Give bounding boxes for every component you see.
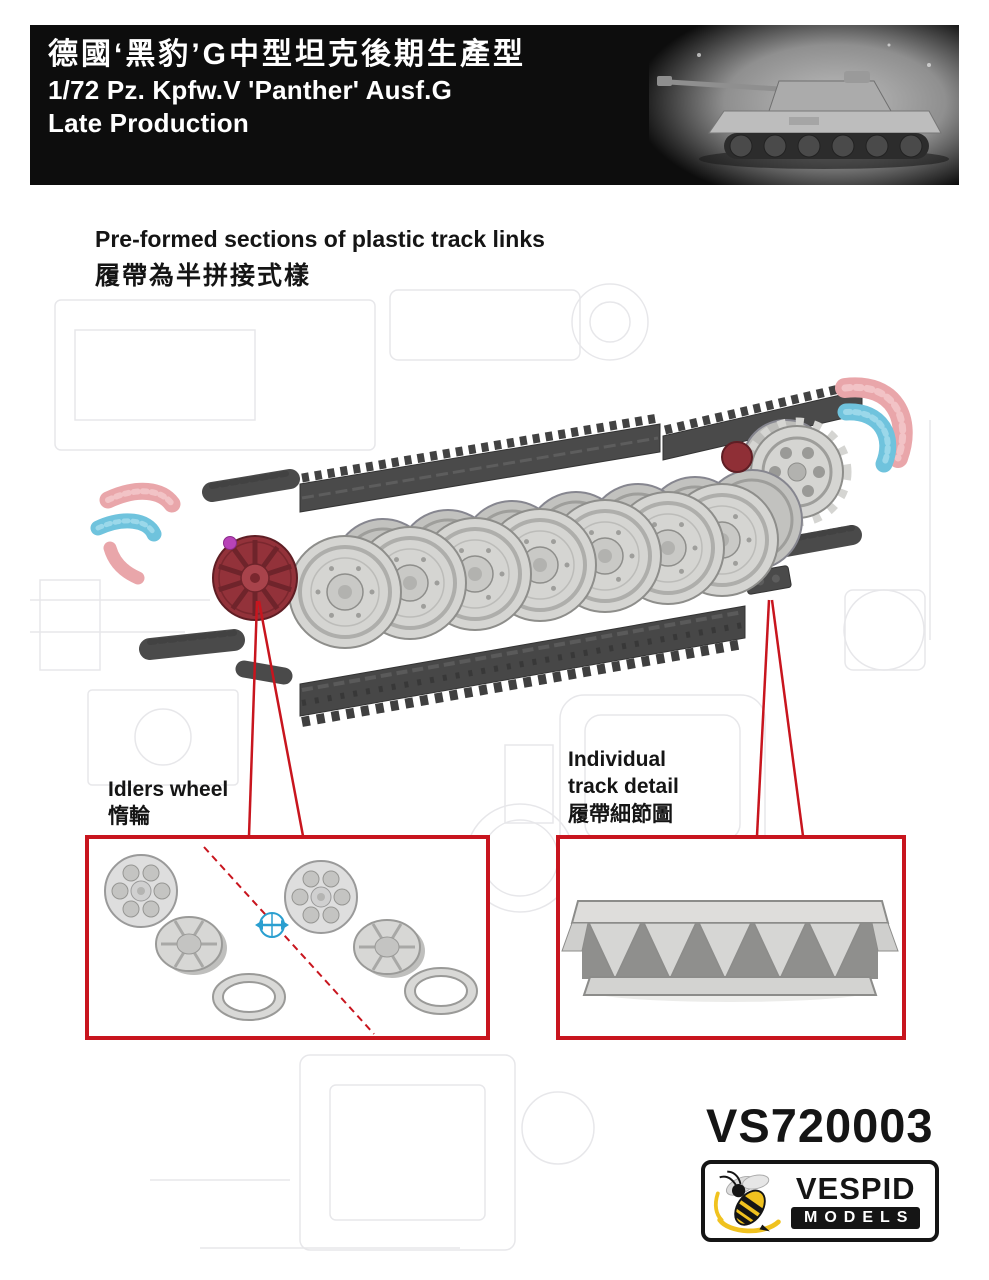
idler-wheel-exploded-view: [104, 846, 478, 1035]
upper-track-run: [299, 379, 863, 513]
track-callout-label: Individual track detail 履帶細節圖: [568, 746, 679, 828]
track-callout-box: [556, 835, 906, 1040]
brand-sub: MODELS: [791, 1207, 921, 1229]
title-english-line2: Late Production: [48, 108, 249, 139]
connector-lines: [247, 599, 805, 837]
left-colored-track-sections: [90, 482, 181, 585]
idler-callout-box: [85, 835, 490, 1040]
header-banner: 德國‘黑豹’G中型坦克後期生產型 1/72 Pz. Kpfw.V 'Panthe…: [30, 25, 959, 185]
brand-name: VESPID: [795, 1171, 916, 1207]
lower-track-run: [299, 605, 746, 727]
idler-label-chinese: 惰輪: [108, 805, 150, 829]
move-arrow-icon: [255, 912, 289, 938]
idler-face-part: [104, 854, 178, 928]
track-link-detail-view: [561, 900, 899, 1002]
idler-face-part: [284, 860, 358, 934]
idler-callout-label: Idlers wheel 惰輪: [108, 776, 228, 831]
assembly-axis-line: [203, 846, 375, 1035]
feature-heading-english: Pre-formed sections of plastic track lin…: [95, 226, 545, 252]
product-sku: VS720003: [706, 1099, 934, 1152]
track-label-english-line1: Individual: [568, 748, 667, 771]
panther-tank-photo: [649, 25, 959, 185]
idler-ring-part: [404, 967, 478, 1015]
feature-heading-chinese: 履帶為半拼接式樣: [95, 262, 312, 290]
purple-cap: [223, 536, 237, 550]
track-label-english-line2: track detail: [568, 775, 679, 799]
idler-label-english: Idlers wheel: [108, 778, 229, 801]
pink-track-section: [835, 377, 913, 468]
idler-ring-part: [212, 973, 286, 1021]
idler-dish-part: [353, 919, 425, 978]
track-label-chinese: 履帶細節圖: [568, 802, 673, 826]
header-titles: 德國‘黑豹’G中型坦克後期生產型 1/72 Pz. Kpfw.V 'Panthe…: [48, 35, 526, 141]
idler-dish-part: [155, 916, 227, 975]
idler-wheel: [212, 535, 298, 621]
brand-logo: VESPID MODELS: [701, 1160, 939, 1242]
brand-text: VESPID MODELS: [791, 1171, 921, 1229]
title-chinese: 德國‘黑豹’G中型坦克後期生產型: [48, 38, 527, 71]
title-english-line1: 1/72 Pz. Kpfw.V 'Panther' Ausf.G: [48, 75, 453, 105]
small-track-pieces: [139, 469, 862, 685]
red-hub: [721, 441, 753, 473]
wasp-icon: [713, 1170, 781, 1234]
blue-track-section: [837, 403, 897, 473]
